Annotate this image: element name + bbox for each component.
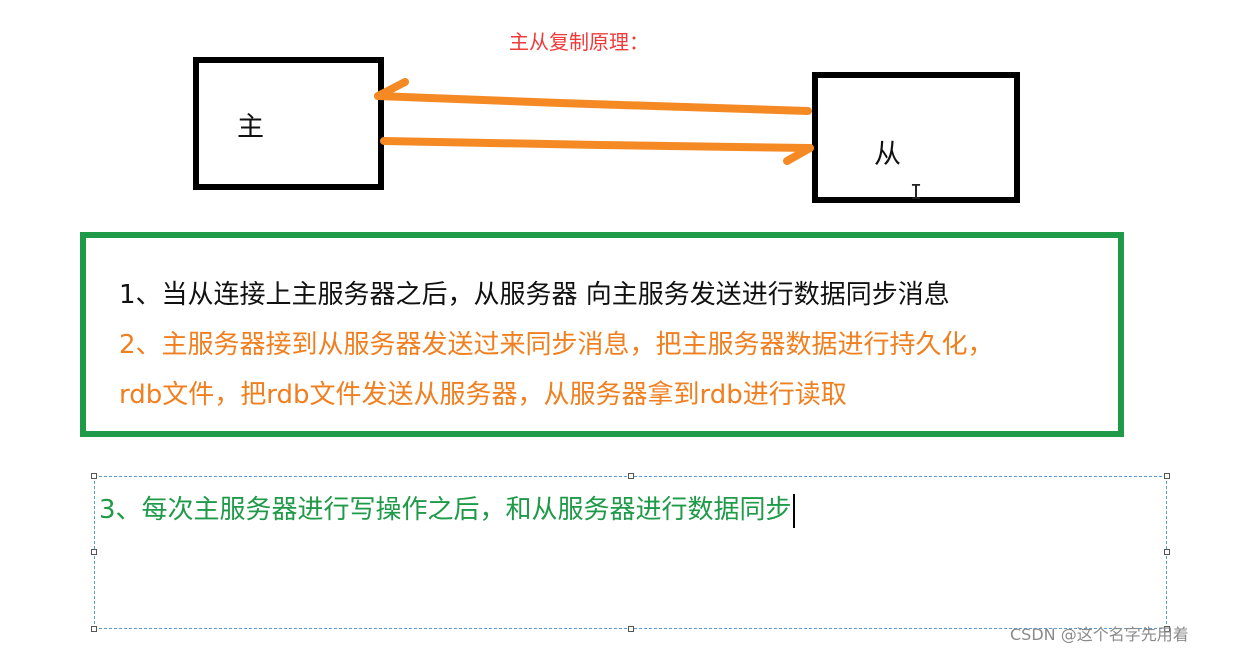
diagram-title: 主从复制原理： [509, 30, 649, 54]
text-caret [792, 493, 795, 528]
arrow-slave-to-master [374, 78, 812, 115]
step-2-text: 2、主服务器接到从服务器发送过来同步消息，把主服务器数据进行持久化， [119, 330, 994, 360]
master-node-label: 主 [237, 112, 264, 143]
resize-handle-bottom-left[interactable] [91, 626, 97, 632]
step-2-continued-text: rdb文件，把rdb文件发送从服务器，从服务器拿到rdb进行读取 [119, 380, 847, 410]
resize-handle-middle-right[interactable] [1164, 549, 1170, 555]
resize-handle-bottom-middle[interactable] [628, 626, 634, 632]
step-1-text: 1、当从连接上主服务器之后，从服务器 向主服务发送进行数据同步消息 [119, 280, 950, 310]
slave-node-box[interactable]: 从 [812, 72, 1020, 203]
arrow-master-to-slave [380, 137, 814, 165]
resize-handle-top-left[interactable] [91, 473, 97, 479]
text-cursor-ibeam-icon: I [910, 180, 923, 204]
step-3-line[interactable]: 3、每次主服务器进行写操作之后，和从服务器进行数据同步 [99, 489, 795, 528]
resize-handle-top-middle[interactable] [628, 473, 634, 479]
resize-handle-bottom-right[interactable] [1164, 626, 1170, 632]
steps-box: 1、当从连接上主服务器之后，从服务器 向主服务发送进行数据同步消息 2、主服务器… [80, 232, 1124, 437]
watermark: CSDN @这个名字先用着 [1010, 625, 1189, 644]
step-3-text: 3、每次主服务器进行写操作之后，和从服务器进行数据同步 [99, 495, 792, 525]
resize-handle-top-right[interactable] [1164, 473, 1170, 479]
editing-textbox[interactable]: 3、每次主服务器进行写操作之后，和从服务器进行数据同步 [91, 473, 1170, 632]
slave-node-label: 从 [874, 139, 901, 170]
master-node-box[interactable]: 主 [193, 57, 384, 190]
resize-handle-middle-left[interactable] [91, 549, 97, 555]
